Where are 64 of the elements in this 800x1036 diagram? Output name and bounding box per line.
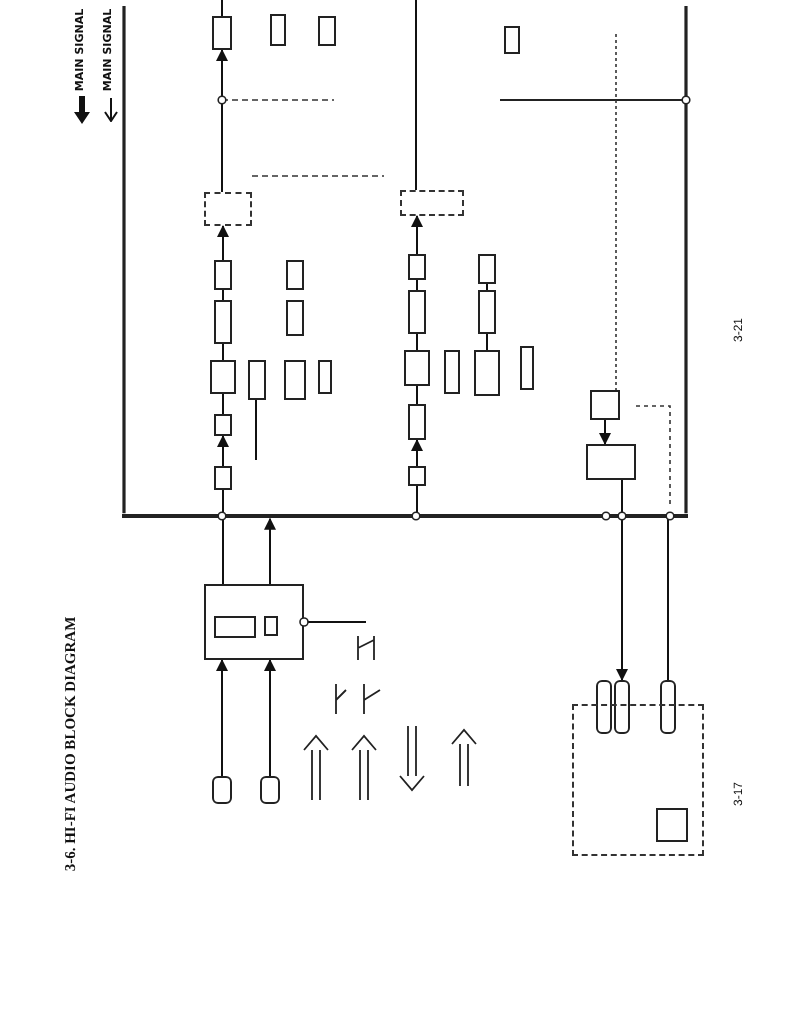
circuit-block — [318, 16, 336, 46]
connector-plug — [212, 776, 232, 804]
signal-arrow — [216, 49, 228, 193]
signal-line — [415, 0, 417, 191]
signal-line — [486, 283, 488, 291]
ic-block — [204, 584, 304, 660]
circuit-block — [504, 26, 520, 54]
circuit-block — [408, 466, 426, 486]
signal-line — [222, 489, 224, 585]
connector-plug — [614, 680, 630, 734]
signal-line — [255, 399, 257, 461]
signal-line — [486, 333, 488, 351]
signal-line — [416, 333, 418, 351]
circuit-block — [478, 254, 496, 284]
dashed-enclosure — [572, 704, 704, 856]
signal-arrow — [616, 479, 628, 681]
circuit-block — [248, 360, 266, 400]
signal-line — [222, 393, 224, 415]
signal-line — [222, 289, 224, 301]
signal-arrow — [264, 659, 276, 777]
signal-line — [222, 343, 224, 361]
signal-line — [221, 0, 223, 17]
circuit-block — [404, 350, 430, 386]
circuit-block — [408, 254, 426, 280]
connector-plug — [660, 680, 676, 734]
circuit-block — [212, 16, 232, 50]
circuit-block — [590, 390, 620, 420]
signal-line — [416, 279, 418, 291]
circuit-block — [286, 300, 304, 336]
circuit-block — [408, 290, 426, 334]
connector-plug — [596, 680, 612, 734]
dashed-switch-block — [204, 192, 252, 226]
circuit-block — [656, 808, 688, 842]
signal-arrow — [411, 215, 423, 255]
signal-arrow — [411, 439, 423, 467]
circuit-block — [270, 14, 286, 46]
circuit-block — [586, 444, 636, 480]
circuit-block — [286, 260, 304, 290]
dashed-switch-block — [400, 190, 464, 216]
circuit-block — [408, 404, 426, 440]
circuit-block — [210, 360, 236, 394]
signal-line — [416, 485, 418, 515]
bus-bar — [122, 513, 688, 519]
connector-plug — [260, 776, 280, 804]
signal-arrow — [599, 419, 611, 445]
circuit-block — [478, 290, 496, 334]
circuit-block — [214, 300, 232, 344]
signal-arrow — [216, 659, 228, 777]
signal-arrow — [264, 517, 276, 585]
circuit-block — [444, 350, 460, 394]
signal-line — [416, 385, 418, 405]
circuit-block — [214, 616, 256, 638]
circuit-block — [264, 616, 278, 636]
circuit-block — [284, 360, 306, 400]
signal-line — [667, 517, 669, 681]
signal-arrow — [217, 435, 229, 467]
signal-line — [303, 621, 367, 623]
circuit-block — [214, 414, 232, 436]
circuit-block — [520, 346, 534, 390]
circuit-block — [474, 350, 500, 396]
circuit-block — [214, 466, 232, 490]
circuit-block — [318, 360, 332, 394]
signal-arrow — [217, 225, 229, 261]
circuit-block — [214, 260, 232, 290]
